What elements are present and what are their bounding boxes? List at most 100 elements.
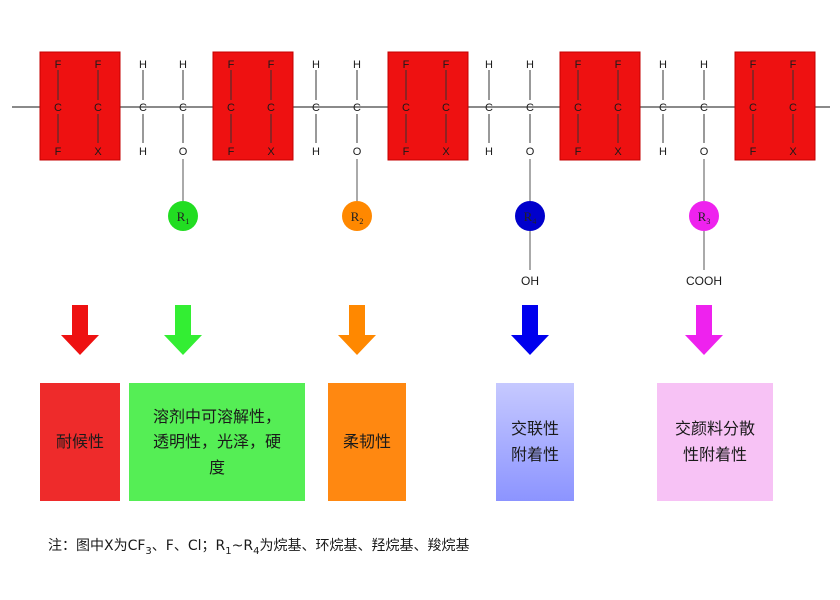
oxygen-atom-label: O: [700, 146, 709, 158]
x-substituent-label: X: [267, 146, 275, 158]
fluorine-atom-label: F: [95, 59, 102, 71]
pendant-group-circle: [342, 201, 372, 231]
fluorine-atom-label: F: [228, 59, 235, 71]
note-sub-r4: 4: [253, 545, 260, 557]
carbon-atom-label: C: [267, 102, 275, 114]
carbon-atom-label: C: [139, 102, 147, 114]
carbon-atom-label: C: [574, 102, 582, 114]
property-arrow: [511, 305, 549, 355]
hydrogen-atom-label: H: [485, 146, 493, 158]
x-substituent-label: X: [789, 146, 797, 158]
box-text-line: 耐候性: [55, 432, 104, 452]
box-text-line: 交联性: [510, 419, 559, 439]
property-arrow: [164, 305, 202, 355]
carbon-atom-label: C: [227, 102, 235, 114]
carbon-atom-label: C: [402, 102, 410, 114]
note-sub-cf3: 3: [145, 545, 152, 557]
pendant-group-label: R3: [698, 209, 711, 226]
fluorine-atom-label: F: [55, 146, 62, 158]
carbon-atom-label: C: [94, 102, 102, 114]
carbon-atom-label: C: [614, 102, 622, 114]
carbon-atom-label: C: [789, 102, 797, 114]
fluoro-unit: F C F F C X: [559, 51, 641, 161]
fluorine-atom-label: F: [55, 59, 62, 71]
pendant-group-base: R: [351, 209, 360, 224]
hydrogen-atom-label: H: [485, 59, 493, 71]
carbon-atom-label: C: [526, 102, 534, 114]
flexibility-box: 柔韧性: [328, 383, 406, 501]
carbon-atom-label: C: [312, 102, 320, 114]
oxygen-atom-label: O: [353, 146, 362, 158]
hydrogen-atom-label: H: [659, 59, 667, 71]
carbon-atom-label: C: [54, 102, 62, 114]
box-text: 柔韧性: [343, 429, 391, 455]
fluorine-atom-label: F: [403, 146, 410, 158]
fluoro-unit-box: [559, 51, 641, 161]
terminal-group-label: COOH: [686, 274, 722, 288]
fluoro-unit-box: [39, 51, 121, 161]
pendant-group-label: R4: [524, 209, 537, 226]
hydrogen-atom-label: H: [312, 146, 320, 158]
terminal-group-label: OH: [521, 274, 539, 288]
oxygen-atom-label: O: [526, 146, 535, 158]
pendant-group-subscript: 4: [532, 217, 536, 226]
hydrogen-atom-label: H: [179, 59, 187, 71]
fluoro-unit-box: [734, 51, 816, 161]
weather-resistance-box: 耐候性: [40, 383, 120, 501]
carbon-atom-label: C: [485, 102, 493, 114]
x-substituent-label: X: [94, 146, 102, 158]
x-substituent-label: X: [442, 146, 450, 158]
solubility-box: 溶剂中可溶解性，透明性，光泽，硬度: [129, 383, 305, 501]
box-text: 交颜料分散性附着性: [675, 416, 755, 467]
property-arrow: [61, 305, 99, 355]
pendant-group-base: R: [524, 209, 533, 224]
pendant-group-subscript: 2: [359, 217, 363, 226]
pendant-group-base: R: [177, 209, 186, 224]
fluorine-atom-label: F: [575, 59, 582, 71]
hydrogen-atom-label: H: [526, 59, 534, 71]
carbon-atom-label: C: [353, 102, 361, 114]
pendant-group-circle: [168, 201, 198, 231]
fluorine-atom-label: F: [750, 59, 757, 71]
fluorine-atom-label: F: [575, 146, 582, 158]
pendant-group-circle: [689, 201, 719, 231]
fluoro-unit: F C F F C X: [39, 51, 121, 161]
carbon-atom-label: C: [700, 102, 708, 114]
oxygen-atom-label: O: [179, 146, 188, 158]
box-text: 溶剂中可溶解性，透明性，光泽，硬度: [153, 404, 281, 481]
hydrogen-atom-label: H: [312, 59, 320, 71]
note-tilde: ~R: [231, 538, 254, 554]
carbon-atom-label: C: [442, 102, 450, 114]
fluorine-atom-label: F: [790, 59, 797, 71]
box-text: 耐候性: [56, 429, 104, 455]
pendant-group-label: R2: [351, 209, 364, 226]
pendant-group-base: R: [698, 209, 707, 224]
box-text-line: 透明性，光泽，硬: [152, 432, 281, 452]
box-text-line: 交颜料分散: [674, 419, 755, 439]
fluorine-atom-label: F: [750, 146, 757, 158]
box-text-line: 附着性: [510, 445, 559, 464]
fluorine-atom-label: F: [403, 59, 410, 71]
box-text-line: 柔韧性: [342, 432, 391, 452]
pendant-group-subscript: 1: [185, 217, 189, 226]
fluorine-atom-label: F: [228, 146, 235, 158]
pendant-group-circle: [515, 201, 545, 231]
fluoro-unit-box: [387, 51, 469, 161]
x-substituent-label: X: [614, 146, 622, 158]
fluoro-unit-box: [212, 51, 294, 161]
hydrogen-atom-label: H: [139, 59, 147, 71]
box-text: 交联性附着性: [511, 416, 559, 467]
note-mid: 、F、Cl；R: [151, 538, 226, 554]
hydrogen-atom-label: H: [139, 146, 147, 158]
fluorine-atom-label: F: [268, 59, 275, 71]
box-text-line: 性附着性: [682, 445, 747, 464]
fluorine-atom-label: F: [615, 59, 622, 71]
note-sub-r1: 1: [225, 545, 232, 557]
note-prefix: 注：图中X为CF: [48, 538, 146, 554]
